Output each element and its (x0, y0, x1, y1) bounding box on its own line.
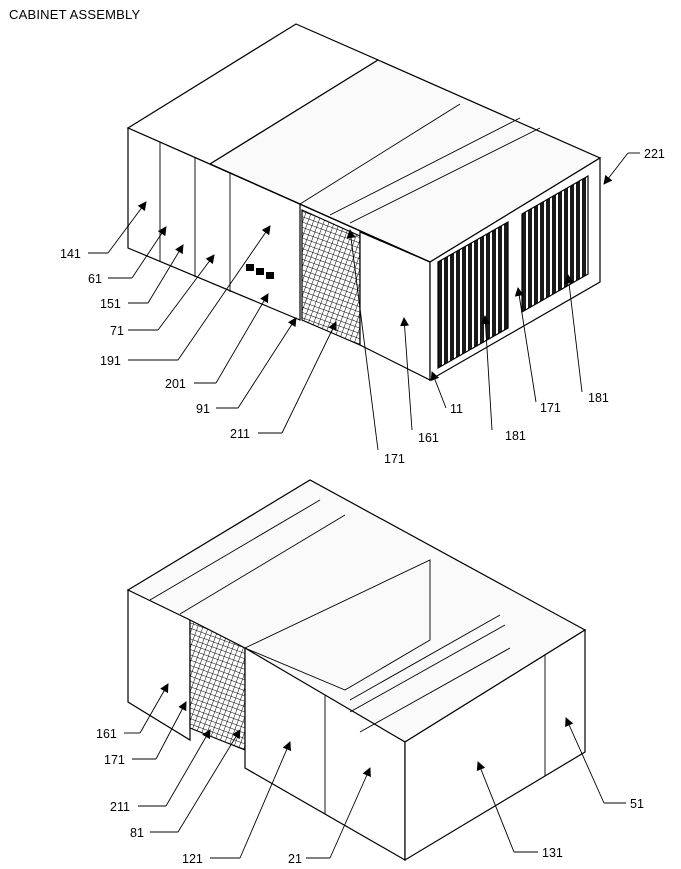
callout-11: 11 (450, 402, 463, 416)
callout-191: 191 (100, 354, 121, 368)
callout-211: 211 (230, 427, 250, 441)
callout-201: 201 (165, 377, 186, 391)
bottom-callout-labels: 161 171 211 81 121 21 131 51 (96, 727, 644, 866)
callout-221: 221 (644, 147, 665, 161)
bottom-callout-leaders (124, 683, 626, 859)
top-mesh-coil (301, 209, 361, 346)
bottom-cabinet-view (126, 479, 587, 862)
bottom-left-end-panel (127, 589, 191, 742)
callout-81: 81 (130, 826, 144, 840)
callout-211-bottom: 211 (110, 800, 130, 814)
callout-61: 61 (88, 272, 102, 286)
callout-171-bottom: 171 (104, 753, 125, 767)
callout-181-right: 181 (588, 391, 609, 405)
callout-141: 141 (60, 247, 81, 261)
callout-91: 91 (196, 402, 210, 416)
callout-71: 71 (110, 324, 124, 338)
top-vent-louvers (246, 264, 274, 279)
top-left-grille (437, 220, 509, 370)
callout-51: 51 (630, 797, 644, 811)
callout-171-center: 171 (384, 452, 405, 466)
callout-181-left: 181 (505, 429, 526, 443)
top-callout-labels: 221 141 61 151 71 191 201 91 211 171 161… (60, 147, 665, 466)
top-cabinet-view (126, 23, 602, 382)
callout-121: 121 (182, 852, 203, 866)
callout-131: 131 (542, 846, 563, 860)
callout-161-bottom: 161 (96, 727, 117, 741)
callout-21: 21 (288, 852, 302, 866)
bottom-right-side-panel (404, 628, 586, 862)
diagram-title: CABINET ASSEMBLY (9, 7, 141, 22)
callout-171-right: 171 (540, 401, 561, 415)
top-callout-leaders (88, 152, 640, 451)
callout-151: 151 (100, 297, 121, 311)
callout-161: 161 (418, 431, 439, 445)
